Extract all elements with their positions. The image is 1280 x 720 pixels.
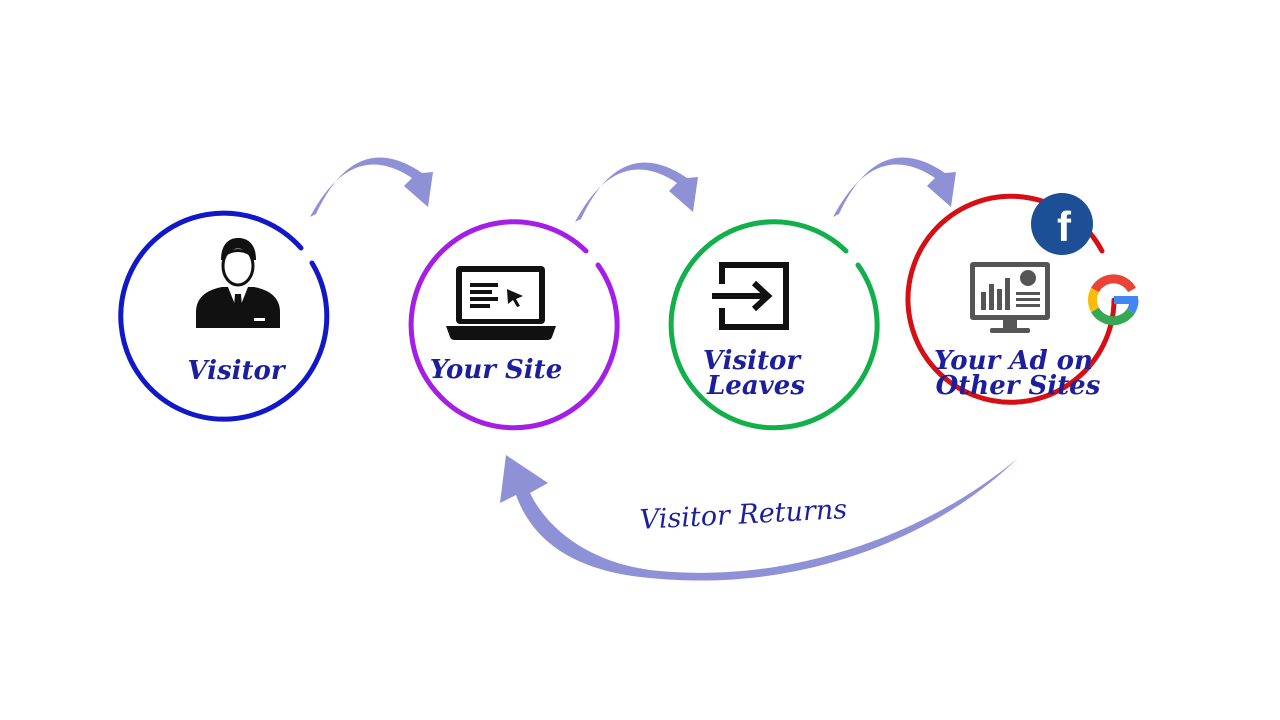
ring-visitor: [118, 210, 330, 422]
arrow-site-to-leaves: [575, 162, 698, 222]
google-icon: [1087, 274, 1139, 326]
step-your-site: Your Site: [408, 219, 620, 431]
laptop-icon: [446, 266, 556, 340]
monitor-chart-icon: [970, 262, 1050, 333]
step-visitor: Visitor: [118, 210, 330, 422]
step-visitor-leaves: Visitor Leaves: [668, 219, 880, 431]
step-label-your-site: Your Site: [430, 355, 563, 385]
svg-text:f: f: [1057, 203, 1072, 250]
step-label-visitor-leaves: Visitor Leaves: [703, 346, 809, 401]
step-label-your-ad: Your Ad on Other Sites: [934, 346, 1102, 401]
step-label-visitor: Visitor: [187, 356, 286, 386]
facebook-icon: f: [1031, 193, 1093, 255]
ring-your-ad: [905, 193, 1117, 405]
ring-your-site: [408, 219, 620, 431]
arrow-leaves-to-ad: [833, 157, 956, 217]
businessman-icon: [196, 238, 280, 328]
ring-visitor-leaves: [668, 219, 880, 431]
arrow-visitor-to-site: [310, 157, 433, 217]
step-your-ad: Your Ad on Other Sites: [905, 193, 1117, 405]
exit-icon: [712, 262, 789, 330]
return-label: Visitor Returns: [639, 494, 848, 536]
